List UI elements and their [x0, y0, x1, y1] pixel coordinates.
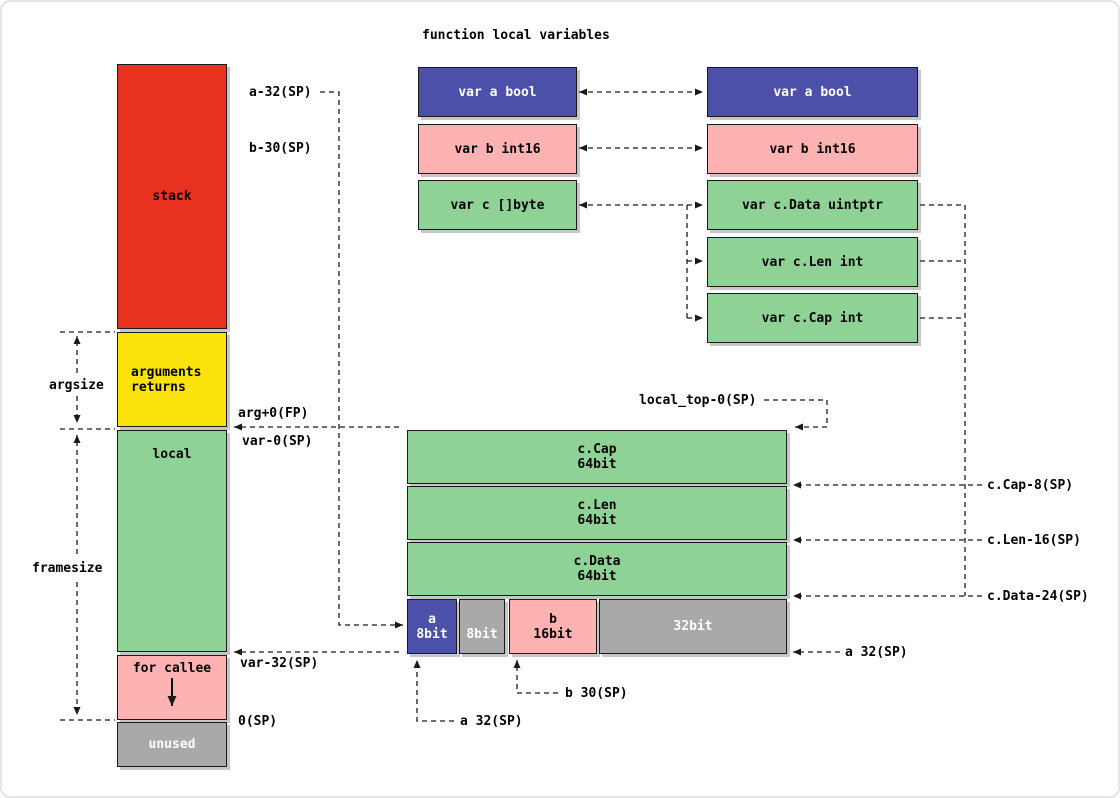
offset-label-var-0: var-0(SP) [242, 434, 313, 449]
offset-label-b-bottom: b 30(SP) [565, 686, 628, 701]
decl-var-c-label: var c []byte [450, 197, 545, 213]
bottom-offset-connectors [413, 660, 558, 722]
decl-to-expanded-arrows [579, 88, 703, 322]
stack-region-label: stack [152, 189, 192, 204]
memory-row-c-cap: c.Cap 64bit [407, 430, 787, 484]
memory-cell-pad32: 32bit [599, 599, 787, 654]
memory-c-len-size: 64bit [577, 513, 617, 528]
expanded-box-c-data: var c.Data uintptr [707, 180, 918, 230]
memory-cell-pad8-size: 8bit [466, 626, 498, 642]
memory-cell-b-size: 16bit [533, 626, 573, 642]
memory-cell-a: a 8bit [407, 599, 457, 654]
stack-region-box: stack [117, 64, 227, 329]
stack-offset-connectors [234, 91, 403, 656]
memory-c-len-name: c.Len [577, 498, 617, 513]
local-region-box: local [117, 430, 227, 652]
expanded-var-a-label: var a bool [773, 84, 852, 100]
offset-label-a-right: a 32(SP) [845, 645, 908, 660]
expanded-var-b-label: var b int16 [769, 141, 856, 157]
offset-label-c-data: c.Data-24(SP) [987, 589, 1089, 604]
offset-label-c-len: c.Len-16(SP) [987, 533, 1081, 548]
memory-c-cap-name: c.Cap [577, 442, 617, 457]
local-region-label: local [152, 447, 192, 462]
memory-row-c-len: c.Len 64bit [407, 486, 787, 540]
expanded-c-data-label: var c.Data uintptr [742, 197, 883, 213]
memory-cell-a-name: a [428, 611, 436, 627]
decl-box-var-c: var c []byte [418, 180, 577, 230]
memory-cell-b: b 16bit [509, 599, 597, 654]
arguments-label: arguments [131, 364, 202, 380]
expanded-box-var-a: var a bool [707, 67, 918, 117]
argsize-label: argsize [49, 378, 104, 393]
arguments-returns-box: arguments returns [117, 332, 227, 427]
for-callee-box: for callee [117, 655, 227, 720]
memory-cell-pad32-size: 32bit [673, 619, 713, 634]
decl-box-var-b: var b int16 [418, 124, 577, 174]
expanded-box-var-b: var b int16 [707, 124, 918, 174]
unused-region-box: unused [117, 722, 227, 767]
unused-region-label: unused [148, 737, 196, 752]
decl-var-b-label: var b int16 [454, 141, 541, 157]
offset-label-c-cap: c.Cap-8(SP) [987, 478, 1074, 493]
expanded-box-c-len: var c.Len int [707, 237, 918, 287]
framesize-label: framesize [32, 561, 103, 576]
offset-label-local-top: local_top-0(SP) [639, 393, 757, 408]
returns-label: returns [131, 379, 186, 395]
offset-label-a-bottom: a 32(SP) [460, 714, 523, 729]
offset-label-sp-zero: 0(SP) [238, 714, 278, 729]
decl-box-var-a: var a bool [418, 67, 577, 117]
framesize-measure-arrow [60, 435, 115, 721]
offset-label-a: a-32(SP) [249, 85, 312, 100]
memory-c-data-size: 64bit [577, 569, 617, 584]
local-top-connector [764, 399, 828, 431]
memory-c-cap-size: 64bit [577, 457, 617, 472]
offset-label-var-32: var-32(SP) [240, 656, 319, 671]
for-callee-label: for callee [132, 661, 212, 676]
offset-label-b: b-30(SP) [249, 141, 312, 156]
expanded-c-len-label: var c.Len int [761, 254, 864, 270]
diagram-title: function local variables [422, 28, 610, 43]
memory-c-data-name: c.Data [573, 554, 621, 569]
offset-label-arg-fp: arg+0(FP) [238, 406, 309, 421]
memory-cell-b-name: b [549, 611, 557, 627]
expanded-box-c-cap: var c.Cap int [707, 293, 918, 343]
decl-var-a-label: var a bool [458, 84, 537, 100]
expanded-c-cap-label: var c.Cap int [761, 310, 864, 326]
memory-row-c-data: c.Data 64bit [407, 542, 787, 596]
memory-cell-pad8: 8bit [459, 599, 505, 654]
memory-cell-a-size: 8bit [416, 626, 448, 642]
